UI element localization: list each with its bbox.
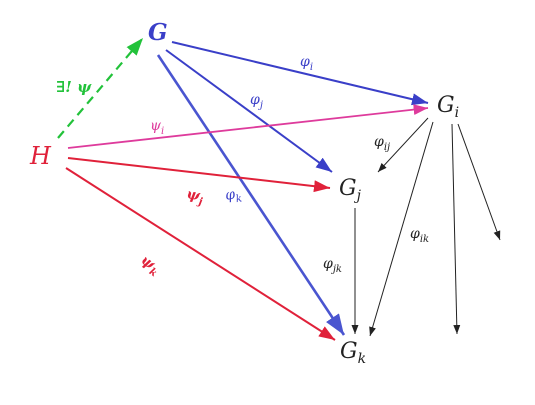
arrow-psi-i [67, 104, 429, 149]
arrow-phi-k [156, 54, 346, 336]
arrow-unique-psi [57, 37, 144, 139]
label-psi-i: ψi [150, 118, 164, 137]
node-G: G [148, 19, 168, 46]
label-psi-j: ψj [185, 186, 205, 208]
arrow-gi-down-2 [457, 123, 501, 241]
label-exists-unique-psi: ∃! ψ [56, 78, 92, 96]
svg-text:Gj: Gj [339, 176, 362, 204]
label-phi-jk: φjk [323, 256, 342, 275]
svg-text:Gk: Gk [340, 339, 366, 367]
node-H: H [29, 142, 52, 170]
arrow-phi-j [165, 49, 333, 173]
label-phi-j: φj [250, 92, 263, 111]
arrow-phi-i [171, 41, 429, 106]
arrow-gi-down-1 [451, 123, 461, 335]
arrow-phi-ik [369, 121, 434, 337]
node-Gk: Gk [340, 339, 366, 367]
label-phi-ij: φij [374, 134, 390, 153]
label-phi-ik: φik [410, 226, 429, 245]
svg-text:Gi: Gi [437, 93, 459, 121]
arrow-psi-k [65, 167, 336, 341]
node-Gi: Gi [437, 93, 459, 121]
arrow-phi-ij [377, 117, 429, 173]
arrow-psi-j [67, 157, 331, 193]
label-phi-k: φk [224, 185, 243, 206]
label-psi-k: ψk [136, 252, 163, 279]
label-phi-i: φi [300, 54, 313, 73]
node-Gj: Gj [339, 176, 362, 204]
